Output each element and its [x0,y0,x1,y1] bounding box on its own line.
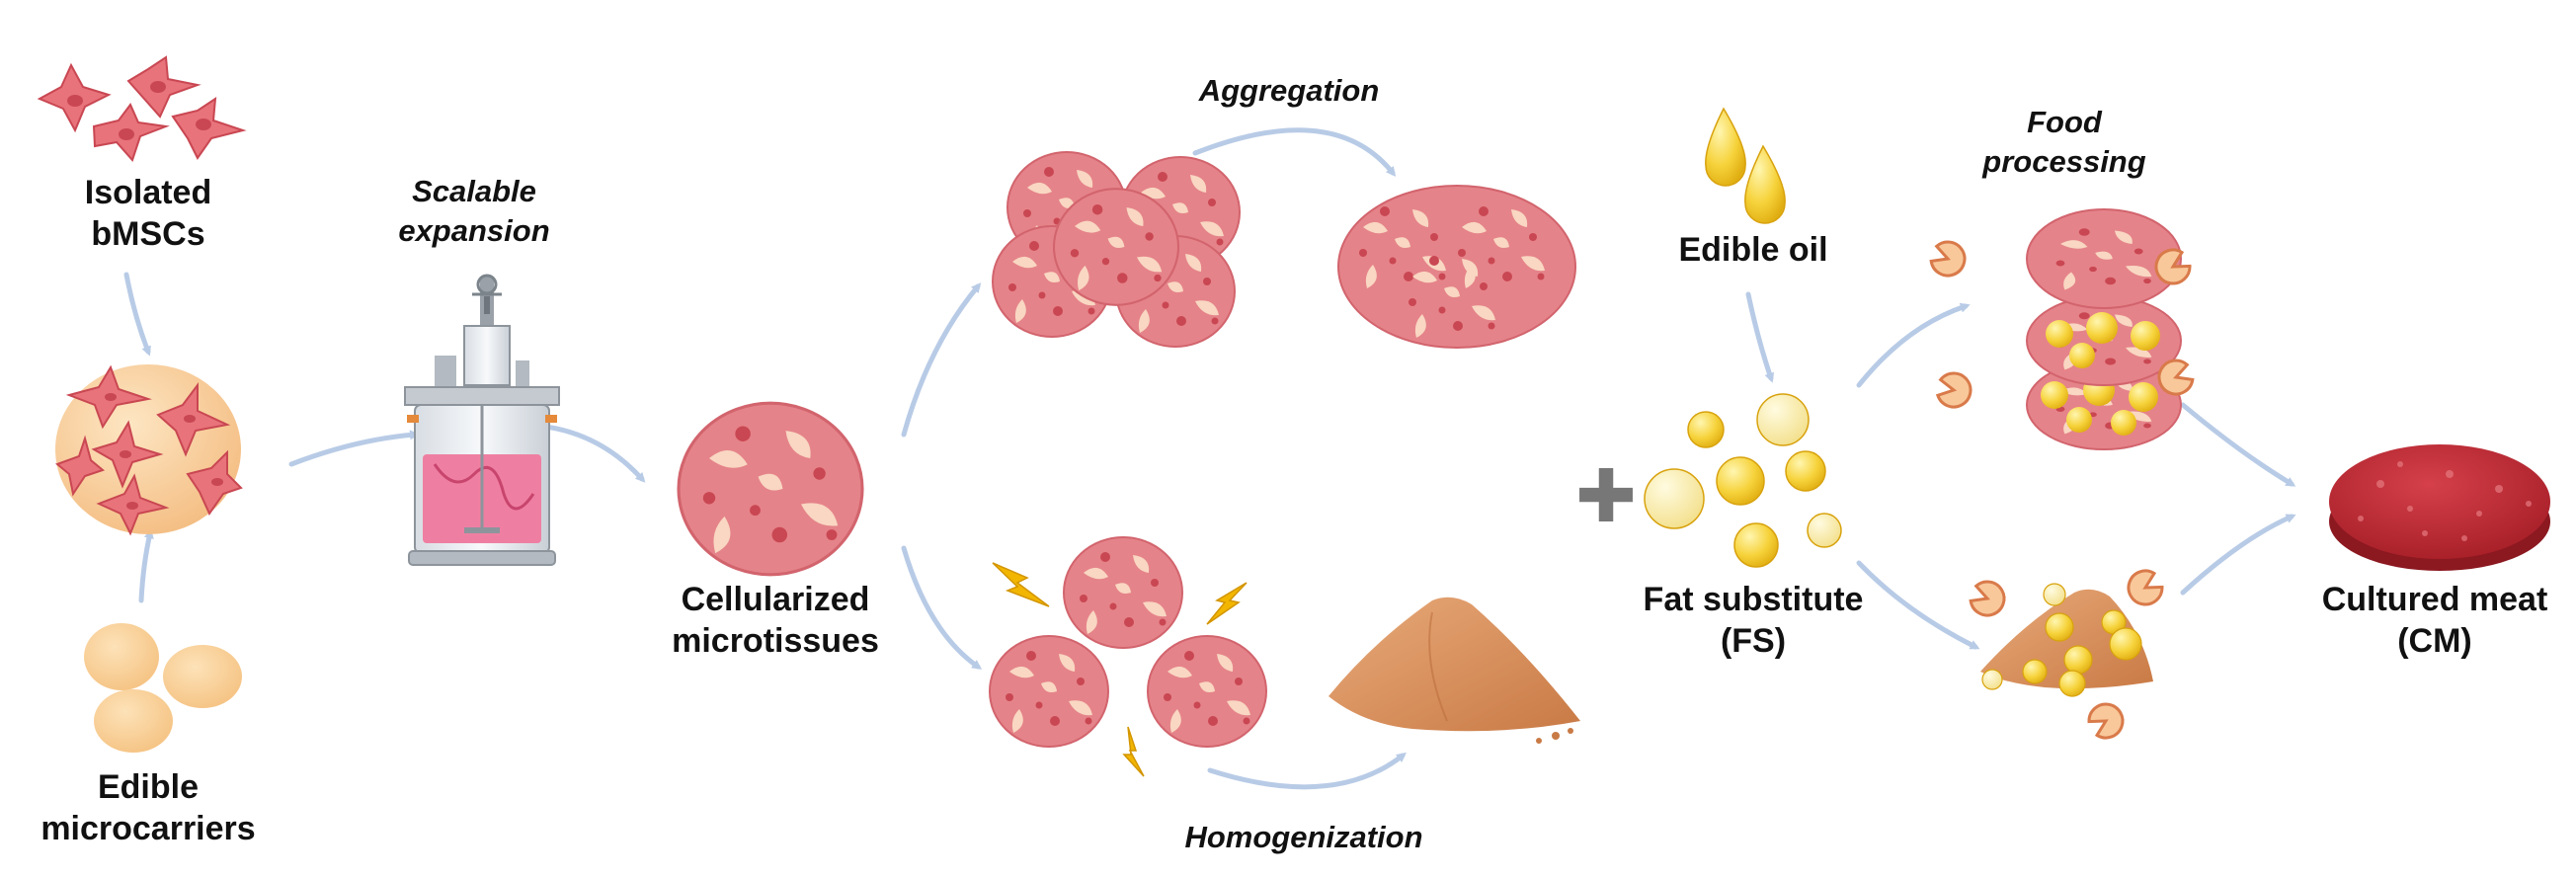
label-cellularized-microtissues-line2: microtissues [672,622,879,660]
arrow-fs-to-processing [1856,302,1971,388]
label-food-processing: Food processing [1946,103,2183,182]
pacman-icon [1934,369,1975,412]
cell-seeded-microcarrier-icon [55,364,243,536]
lightning-bolt-icon [992,562,1050,607]
arrow-powder-to-meat [2180,514,2296,596]
powder-fat-mix-icon [1980,583,2153,697]
label-cultured-meat-line1: Cultured meat [2321,581,2548,618]
label-fat-substitute-line2: (FS) [1720,622,1787,660]
label-isolated-bmscs-line2: bMSCs [91,215,205,253]
bioreactor-icon [404,274,560,566]
label-aggregation: Aggregation [1198,73,1380,108]
pacman-icon [2083,696,2131,745]
label-edible-microcarriers-line1: Edible [97,768,200,806]
label-edible-microcarriers-line2: microcarriers [40,810,256,847]
label-scalable-expansion-line2: expansion [398,213,550,248]
lightning-bolt-icon [1206,582,1248,625]
label-edible-oil: Edible oil [1678,231,1828,269]
arrow-bmscs-to-microcarrier [123,272,151,357]
food-processing-stack-icon [2026,208,2182,450]
label-cultured-meat: Cultured meat (CM) [2301,579,2568,662]
label-scalable-expansion: Scalable expansion [365,172,583,251]
label-homogenization: Homogenization [1184,820,1423,854]
cellularized-microtissue-icon [679,403,862,575]
lightning-icons [992,562,1248,777]
label-cultured-meat-line2: (CM) [2397,622,2472,660]
edible-microcarriers-icon [84,623,242,753]
plus-icon: ✚ [1575,454,1637,539]
label-food-processing-line2: processing [1982,144,2146,179]
label-cellularized-microtissues-line1: Cellularized [681,581,870,618]
label-isolated-bmscs-line1: Isolated [84,174,212,211]
arrow-fs-to-powder-mix [1856,560,1980,650]
label-scalable-expansion-line1: Scalable [412,174,536,208]
pacman-icon [1926,236,1972,282]
arrow-to-fragments [901,545,983,670]
label-isolated-bmscs: Isolated bMSCs [40,172,257,255]
lightning-bolt-icon [1122,726,1145,777]
powder-pile-icon [1328,597,1580,744]
arrow-aggregation [1192,127,1397,177]
aggregated-tissue-icon [1337,185,1576,349]
edible-oil-drops-icon [1705,107,1786,224]
arrow-to-aggregates [901,282,982,438]
arrow-carriers-to-microcarrier [138,528,154,603]
flow-arrows [123,127,2296,790]
arrow-homogenization [1207,752,1407,790]
pacman-icon [2121,564,2168,612]
label-fat-substitute: Fat substitute (FS) [1605,579,1901,662]
microtissue-fragments-icon [990,537,1266,747]
pacman-icon [1966,576,2011,622]
fat-substitute-icon [1644,393,1842,568]
isolated-bmscs-icon [37,55,247,162]
label-cellularized-microtissues: Cellularized microtissues [632,579,919,662]
label-food-processing-line1: Food [2027,105,2102,139]
cultured-meat-patty-icon [2329,444,2550,571]
arrow-processing-to-meat [2180,402,2296,487]
arrow-oil-to-fs [1745,291,1775,383]
label-fat-substitute-line1: Fat substitute [1643,581,1864,618]
label-edible-microcarriers: Edible microcarriers [30,766,267,849]
microtissue-cluster-icon [993,152,1240,347]
arrow-to-bioreactor [288,430,420,467]
